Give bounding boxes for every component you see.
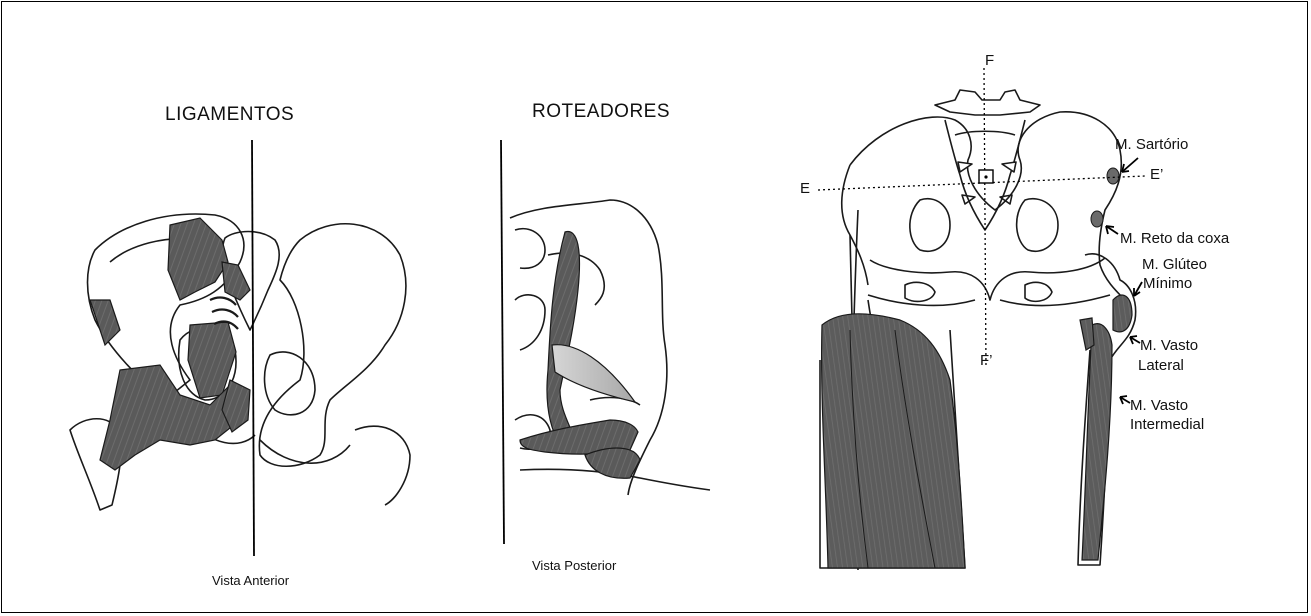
rotator-muscles: [520, 232, 640, 479]
posterior-midline: [501, 140, 504, 544]
vista-anterior-caption: Vista Anterior: [212, 573, 289, 588]
label-vasto-intermedial-line2: Intermedial: [1130, 416, 1204, 433]
ligaments: [90, 218, 250, 470]
label-sartorio: M. Sartório: [1115, 136, 1188, 153]
label-vasto-lateral-line2: Lateral: [1138, 357, 1184, 374]
label-reto-coxa: M. Reto da coxa: [1120, 230, 1229, 247]
axis-f-prime-label: F’: [980, 352, 993, 369]
left-thigh-muscles: [822, 314, 965, 568]
anterior-midline: [252, 140, 254, 556]
label-gluteo-line2: Mínimo: [1143, 275, 1192, 292]
axis-f: [984, 68, 986, 368]
sartorio-attachment: [1107, 168, 1119, 184]
reto-coxa-attachment: [1091, 211, 1103, 227]
roteadores-title: ROTEADORES: [532, 101, 670, 123]
ligamentos-title: LIGAMENTOS: [165, 104, 294, 126]
right-iliac-wing: [259, 224, 406, 466]
label-vasto-lateral-line1: M. Vasto: [1140, 337, 1198, 354]
label-gluteo-line1: M. Glúteo: [1142, 256, 1207, 273]
right-thigh-muscles: [1080, 295, 1132, 560]
axis-f-label: F: [985, 52, 994, 69]
axis-e-label: E: [800, 180, 810, 197]
axis-e-prime-label: E’: [1150, 166, 1163, 183]
label-vasto-intermedial-line1: M. Vasto: [1130, 397, 1188, 414]
vista-posterior-caption: Vista Posterior: [532, 558, 616, 573]
